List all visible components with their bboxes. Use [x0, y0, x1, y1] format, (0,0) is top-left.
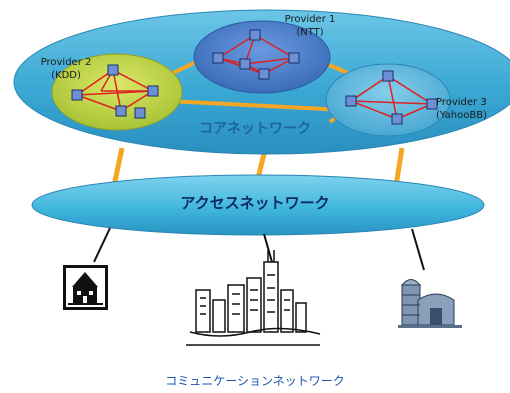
provider3-mesh [350, 75, 433, 120]
city-skyline-icon [186, 250, 321, 346]
provider1-nodes [212, 29, 300, 80]
access-network-label: アクセスネットワーク [180, 194, 330, 212]
provider2-label: Provider 2 (KDD) [30, 56, 102, 82]
provider2-sub: (KDD) [51, 70, 81, 81]
diagram-caption: コミュニケーションネットワーク [165, 374, 345, 388]
provider2-nodes [71, 64, 159, 119]
core-network-label: コアネットワーク [199, 121, 311, 137]
access-endpoint-links [93, 227, 425, 271]
provider1-name: Provider 1 [284, 14, 336, 25]
house-icon [63, 265, 108, 310]
provider3-nodes [345, 70, 438, 125]
provider2-name: Provider 2 [40, 57, 92, 68]
provider3-label: Provider 3 (YahooBB) [436, 96, 510, 122]
provider3-sub: (YahooBB) [436, 110, 487, 121]
provider3-cloud [325, 63, 451, 137]
provider1-label: Provider 1 (NTT) [270, 13, 350, 39]
provider1-cloud [193, 20, 331, 94]
provider3-name: Provider 3 [436, 97, 487, 108]
access-network [31, 174, 485, 236]
provider1-sub: (NTT) [296, 27, 324, 38]
barn-silo-icon [398, 279, 462, 328]
